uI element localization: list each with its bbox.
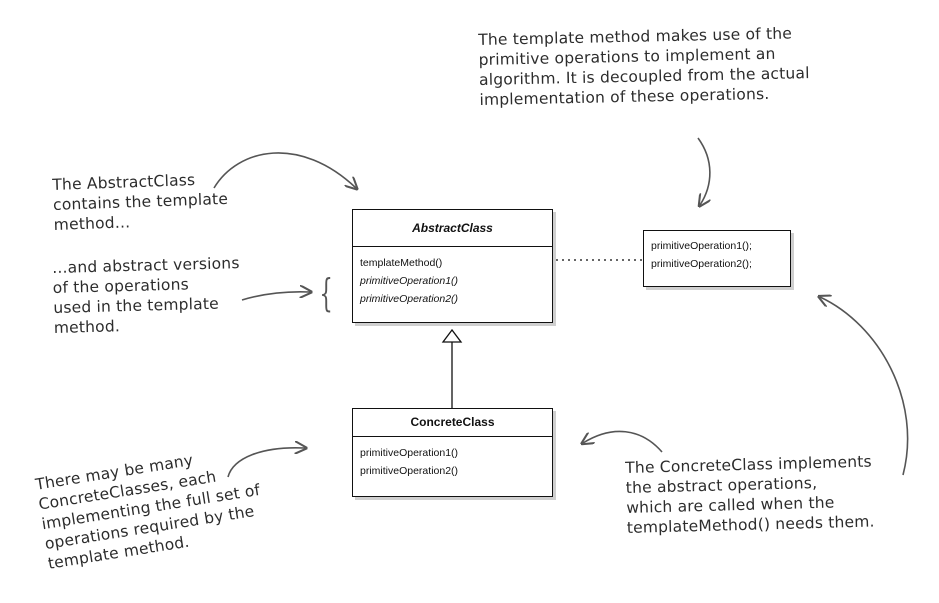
arrow-from-note-to-concrete [227, 448, 305, 478]
arrow-to-abstract-class [213, 152, 356, 188]
template-method-body: primitiveOperation1(); primitiveOperatio… [644, 231, 790, 273]
arrow-to-abstract-ops [241, 292, 310, 301]
brace-icon: { [319, 271, 333, 315]
inheritance-triangle [441, 328, 463, 343]
concrete-primitive-op1-row: primitiveOperation1() [360, 447, 459, 459]
concrete-class-methods: primitiveOperation1() primitiveOperation… [353, 437, 552, 480]
concrete-class-box: ConcreteClass primitiveOperation1() prim… [352, 408, 553, 497]
abstract-contains-note: The AbstractClass contains the template … [52, 171, 229, 234]
concrete-class-name: ConcreteClass [353, 409, 552, 437]
abstract-primitive-op2-row: primitiveOperation2() [360, 293, 459, 305]
abstract-class-methods: templateMethod() primitiveOperation1() p… [353, 247, 552, 308]
template-method-row: templateMethod() [360, 257, 443, 269]
concrete-implements-note: The ConcreteClass implements the abstrac… [625, 452, 875, 537]
abstract-ops-note: ...and abstract versions of the operatio… [52, 254, 240, 337]
template-method-note: The template method makes use of the pri… [478, 24, 810, 109]
concrete-primitive-op2-row: primitiveOperation2() [360, 465, 459, 477]
body-call-op2: primitiveOperation2(); [651, 258, 752, 270]
arrow-to-concrete-class [583, 430, 663, 453]
abstract-class-box: AbstractClass templateMethod() primitive… [352, 209, 553, 323]
abstract-class-name: AbstractClass [353, 210, 552, 247]
body-call-op1: primitiveOperation1(); [651, 240, 752, 252]
template-method-body-box: primitiveOperation1(); primitiveOperatio… [643, 230, 791, 287]
arrow-right-curve [820, 297, 909, 476]
abstract-primitive-op1-row: primitiveOperation1() [360, 275, 459, 287]
arrow-to-primitive-box [697, 137, 710, 205]
